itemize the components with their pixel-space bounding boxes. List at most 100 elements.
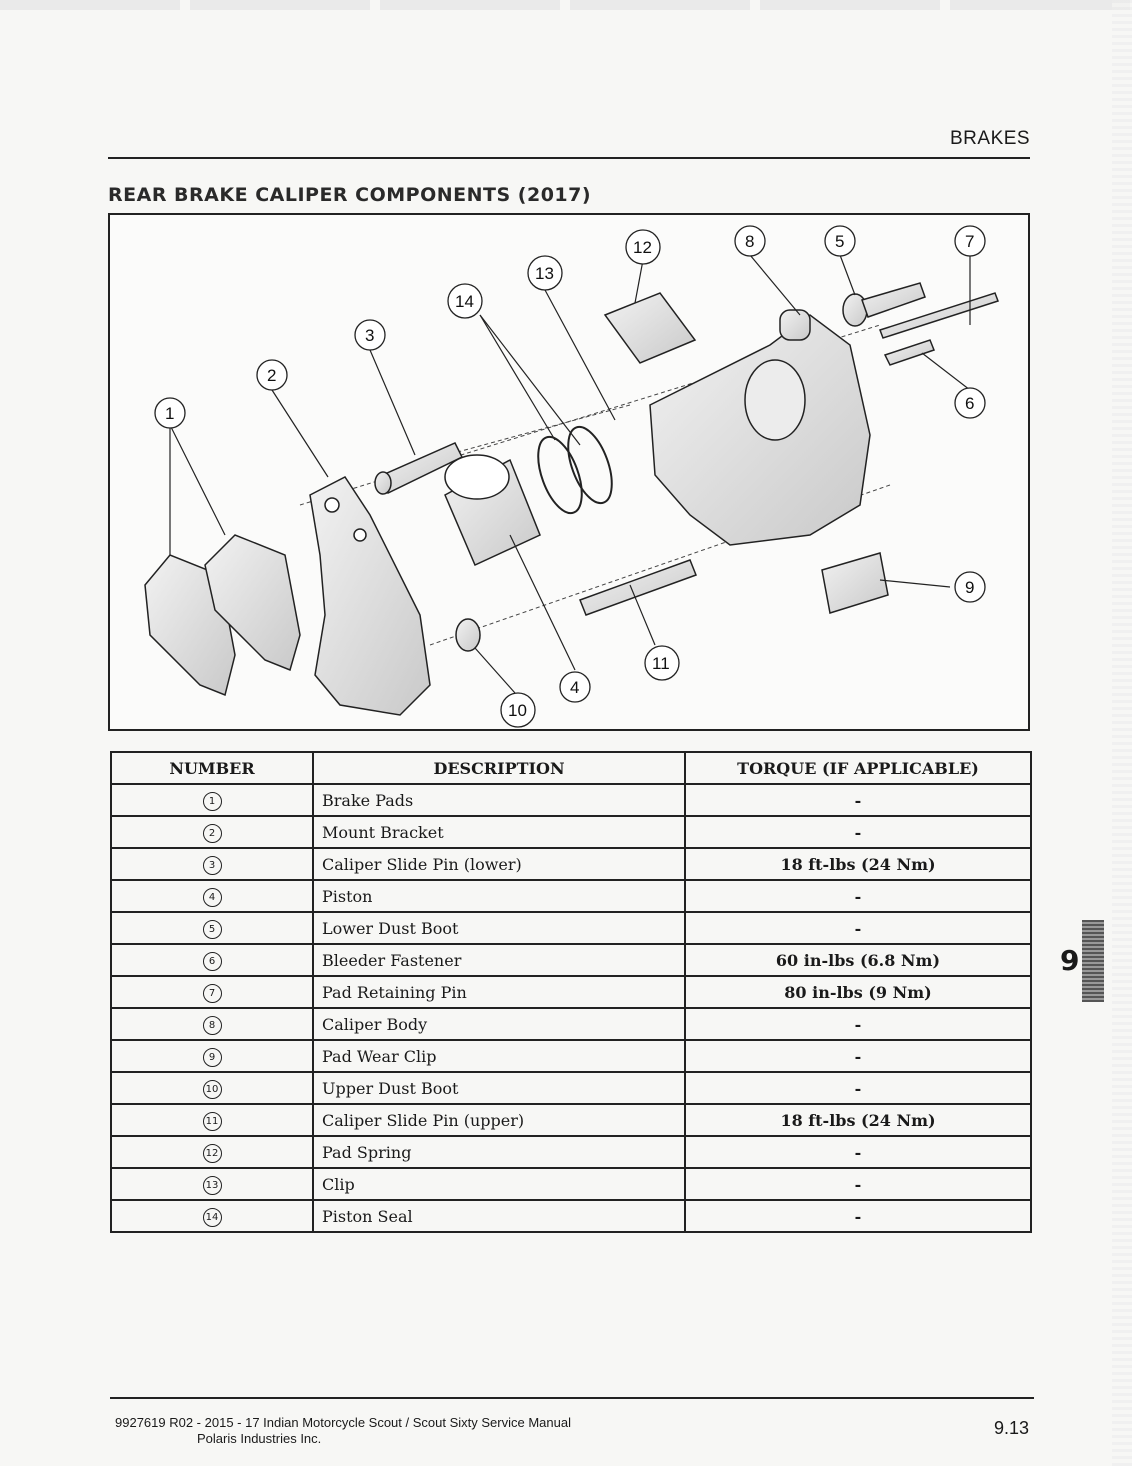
item-description: Brake Pads: [312, 783, 686, 817]
chapter-tab-bar: [1082, 920, 1104, 1002]
item-number: 4: [202, 888, 222, 907]
item-description: Caliper Slide Pin (upper): [312, 1103, 686, 1137]
lower-slide-pin-drawing: [374, 442, 464, 495]
item-description: Caliper Slide Pin (lower): [312, 847, 686, 881]
table-row: 9 Pad Wear Clip-: [110, 1039, 1032, 1073]
header-description: DESCRIPTION: [312, 751, 686, 785]
header-number: NUMBER: [110, 751, 314, 785]
pad-wear-clip-drawing: [821, 552, 889, 614]
footer-manual-title: 9927619 R02 - 2015 - 17 Indian Motorcycl…: [115, 1415, 571, 1430]
item-number: 10: [202, 1080, 222, 1099]
header-divider: [108, 157, 1030, 159]
table-row: 14 Piston Seal-: [110, 1199, 1032, 1233]
item-description: Upper Dust Boot: [312, 1071, 686, 1105]
svg-text:2: 2: [267, 366, 276, 385]
svg-text:8: 8: [745, 232, 754, 251]
item-description: Lower Dust Boot: [312, 911, 686, 945]
svg-text:6: 6: [965, 394, 974, 413]
table-row: 5 Lower Dust Boot-: [110, 911, 1032, 945]
chapter-tab: 9: [1060, 920, 1106, 1002]
svg-text:9: 9: [965, 578, 974, 597]
svg-text:11: 11: [652, 654, 670, 673]
svg-text:4: 4: [570, 678, 579, 697]
item-torque: -: [684, 1167, 1032, 1201]
svg-text:1: 1: [165, 404, 174, 423]
item-number: 6: [202, 952, 222, 971]
item-description: Caliper Body: [312, 1007, 686, 1041]
exploded-view-diagram: 1 2 3 4 5 6 7 8 9 10 11 12 13 14: [108, 213, 1030, 731]
table-row: 1 Brake Pads-: [110, 783, 1032, 817]
item-number: 7: [202, 984, 222, 1003]
components-table: NUMBER DESCRIPTION TORQUE (IF APPLICABLE…: [110, 751, 1032, 1233]
item-number: 3: [202, 856, 222, 875]
caliper-body-drawing: [649, 309, 871, 546]
item-torque: -: [684, 783, 1032, 817]
item-torque: -: [684, 1007, 1032, 1041]
item-torque: -: [684, 1199, 1032, 1233]
item-number: 2: [202, 824, 222, 843]
piston-seals-drawing: [537, 425, 613, 515]
piston-drawing: [444, 454, 541, 567]
footer: 9927619 R02 - 2015 - 17 Indian Motorcycl…: [115, 1415, 571, 1447]
table-row: 4 Piston-: [110, 879, 1032, 913]
svg-text:13: 13: [535, 264, 554, 283]
item-torque: -: [684, 879, 1032, 913]
upper-slide-pin-drawing: [579, 559, 697, 616]
item-torque: -: [684, 1071, 1032, 1105]
upper-pins-drawing: [842, 282, 999, 366]
table-row: 11 Caliper Slide Pin (upper)18 ft-lbs (24…: [110, 1103, 1032, 1137]
scan-edge-speckle: [1112, 0, 1132, 1466]
item-torque: -: [684, 911, 1032, 945]
svg-text:7: 7: [965, 232, 974, 251]
item-torque: 60 in-lbs (6.8 Nm): [684, 943, 1032, 977]
svg-text:5: 5: [835, 232, 844, 251]
item-torque: 80 in-lbs (9 Nm): [684, 975, 1032, 1009]
svg-text:12: 12: [633, 238, 652, 257]
item-description: Pad Wear Clip: [312, 1039, 686, 1073]
footer-divider: [110, 1397, 1034, 1399]
item-torque: 18 ft-lbs (24 Nm): [684, 847, 1032, 881]
item-torque: -: [684, 815, 1032, 849]
item-description: Bleeder Fastener: [312, 943, 686, 977]
caliper-illustration: 1 2 3 4 5 6 7 8 9 10 11 12 13 14: [144, 225, 999, 728]
item-number: 12: [202, 1144, 222, 1163]
upper-dust-boot-drawing: [455, 618, 481, 652]
item-description: Piston Seal: [312, 1199, 686, 1233]
table-row: 12 Pad Spring-: [110, 1135, 1032, 1169]
svg-text:3: 3: [365, 326, 374, 345]
item-description: Mount Bracket: [312, 815, 686, 849]
item-description: Piston: [312, 879, 686, 913]
mount-bracket-drawing: [309, 476, 431, 716]
brake-pads-drawing: [144, 534, 301, 697]
item-number: 8: [202, 1016, 222, 1035]
footer-publisher: Polaris Industries Inc.: [197, 1431, 322, 1446]
page-title: REAR BRAKE CALIPER COMPONENTS (2017): [108, 184, 592, 206]
item-torque: -: [684, 1039, 1032, 1073]
item-torque: 18 ft-lbs (24 Nm): [684, 1103, 1032, 1137]
table-row: 10 Upper Dust Boot-: [110, 1071, 1032, 1105]
table-header-row: NUMBER DESCRIPTION TORQUE (IF APPLICABLE…: [110, 751, 1032, 785]
table-row: 3 Caliper Slide Pin (lower)18 ft-lbs (24 …: [110, 847, 1032, 881]
scan-edge-strip: [0, 0, 1132, 10]
item-description: Pad Retaining Pin: [312, 975, 686, 1009]
item-description: Clip: [312, 1167, 686, 1201]
section-header: BRAKES: [950, 128, 1031, 149]
table-row: 13 Clip-: [110, 1167, 1032, 1201]
item-number: 5: [202, 920, 222, 939]
item-description: Pad Spring: [312, 1135, 686, 1169]
table-row: 8 Caliper Body-: [110, 1007, 1032, 1041]
table-row: 2 Mount Bracket-: [110, 815, 1032, 849]
item-number: 13: [202, 1176, 222, 1195]
item-torque: -: [684, 1135, 1032, 1169]
svg-text:10: 10: [508, 701, 527, 720]
item-number: 9: [202, 1048, 222, 1067]
header-torque: TORQUE (IF APPLICABLE): [684, 751, 1032, 785]
item-number: 14: [202, 1208, 222, 1227]
item-number: 1: [202, 792, 222, 811]
item-number: 11: [202, 1112, 222, 1131]
chapter-number: 9: [1060, 944, 1080, 977]
page-number: 9.13: [994, 1418, 1030, 1438]
callout-labels: 1 2 3 4 5 6 7 8 9 10 11 12 13 14: [154, 225, 986, 728]
